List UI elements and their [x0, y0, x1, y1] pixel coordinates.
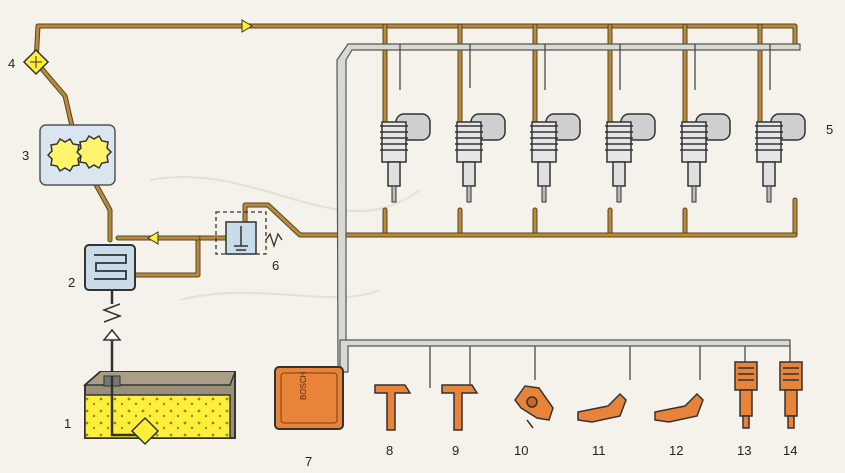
label-sensor-11: 11 — [592, 443, 606, 458]
sensor-10 — [514, 385, 554, 429]
sensor-12 — [654, 392, 704, 423]
sensor-8 — [374, 384, 412, 431]
label-fuel-filter: 2 — [68, 275, 75, 290]
sensor-labels: 8 9 10 11 12 13 14 — [386, 443, 797, 458]
wiring-harness — [336, 43, 801, 388]
fuel-tank: 1 — [64, 371, 236, 446]
sensor-13 — [734, 361, 758, 429]
label-pressure-regulator: 6 — [272, 258, 279, 273]
return-arrow-icon — [147, 231, 159, 245]
label-unit-injectors: 5 — [826, 122, 833, 137]
injector-6 — [754, 113, 806, 203]
label-ecu: 7 — [305, 454, 312, 469]
flow-arrow-icon — [241, 19, 253, 33]
sensor-14 — [779, 361, 803, 429]
label-sensor-9: 9 — [452, 443, 459, 458]
injector-5 — [679, 113, 731, 203]
ecu-marking: BOSCH — [299, 371, 308, 400]
label-check-valve: 4 — [8, 56, 15, 71]
label-fuel-tank: 1 — [64, 416, 71, 431]
label-gear-pump: 3 — [22, 148, 29, 163]
label-sensor-10: 10 — [514, 443, 528, 458]
fuel-return-line — [115, 197, 798, 278]
engine-control-unit: BOSCH 7 — [274, 366, 344, 469]
sensor-9 — [441, 384, 479, 431]
injector-3 — [529, 113, 581, 203]
label-sensor-8: 8 — [386, 443, 393, 458]
tank-to-filter-line — [101, 290, 123, 372]
pressure-regulator: 6 — [215, 211, 283, 273]
label-sensor-14: 14 — [783, 443, 797, 458]
gear-pump: 3 — [22, 124, 116, 186]
injector-1 — [379, 113, 431, 203]
injector-4 — [604, 113, 656, 203]
sensor-11 — [577, 392, 627, 423]
sensors — [374, 361, 803, 431]
unit-injectors: 5 — [379, 113, 833, 203]
fuel-filter: 2 — [68, 244, 136, 291]
check-valve: 4 — [8, 48, 50, 76]
fuel-supply-line — [33, 19, 798, 243]
injector-2 — [454, 113, 506, 203]
background-texture — [149, 176, 421, 301]
label-sensor-13: 13 — [737, 443, 751, 458]
label-sensor-12: 12 — [669, 443, 683, 458]
